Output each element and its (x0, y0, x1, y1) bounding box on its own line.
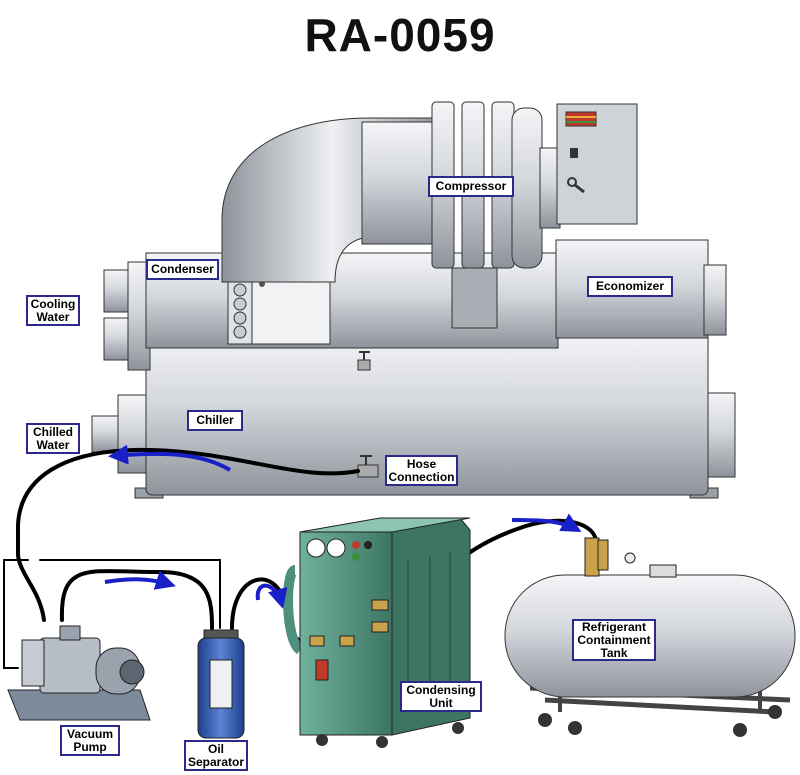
shell-valve-icon (357, 351, 371, 371)
oil-separator-label: Oil Separator (184, 740, 248, 771)
compressor-body (361, 101, 561, 329)
flow-arrows (104, 444, 582, 609)
economizer-label: Economizer (587, 276, 673, 297)
condensing-unit (283, 517, 471, 748)
refrigerant-containment-tank (504, 537, 796, 737)
diagram-title: RA-0059 (304, 9, 496, 61)
chilled-water-label: Chilled Water (26, 423, 80, 454)
pump-to-separator-arrow (104, 570, 176, 590)
hose-connection-label: Hose Connection (385, 455, 458, 486)
vacuum-pump-label: Vacuum Pump (60, 725, 120, 756)
chiller-shell (91, 329, 736, 499)
chiller-return-arrow (108, 444, 232, 472)
chiller-label: Chiller (187, 410, 243, 431)
condenser-label: Condenser (146, 259, 219, 280)
compressor-label: Compressor (428, 176, 514, 197)
condensing-unit-label: Condensing Unit (400, 681, 482, 712)
economizer-shell (555, 239, 727, 339)
cooling-water-label: Cooling Water (26, 295, 80, 326)
unit-to-tank-arrow (511, 513, 582, 532)
refrigerant-tank-label: Refrigerant Containment Tank (572, 619, 656, 661)
control-panel (556, 103, 638, 225)
vacuum-pump (7, 625, 151, 721)
oil-separator (197, 629, 245, 739)
separator-to-unit-arrow (255, 583, 288, 609)
